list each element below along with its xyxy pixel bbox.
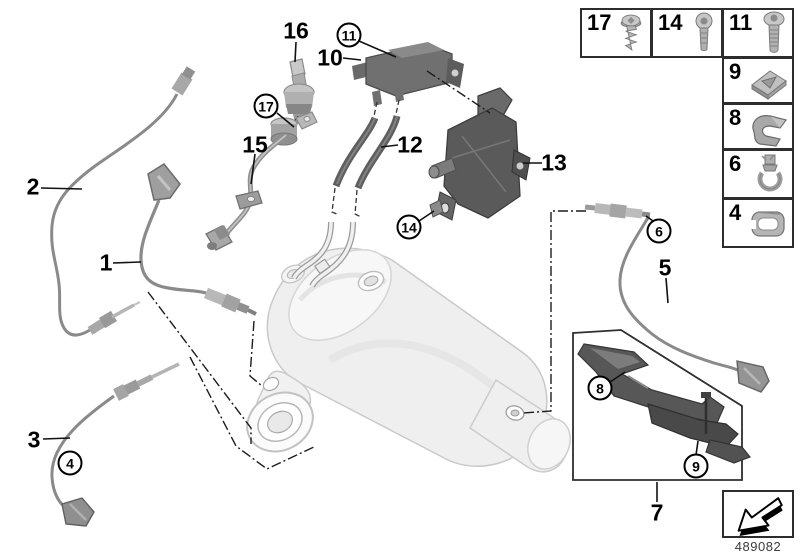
cable-clamp-icon	[757, 154, 783, 192]
legend-label-9: 9	[729, 59, 742, 84]
direction-stamp-box	[722, 490, 794, 538]
legend-label-14: 14	[658, 10, 683, 35]
callout-16[interactable]: 16	[283, 17, 309, 44]
machine-screw-icon	[763, 11, 785, 53]
legend-label-11: 11	[729, 10, 753, 35]
callout-15[interactable]: 15	[242, 131, 268, 158]
legend-label-17: 17	[587, 10, 612, 35]
clip-nut-icon	[751, 69, 787, 100]
tapping-screw-icon	[620, 14, 642, 52]
egt-sensor-rear	[50, 362, 180, 527]
legend-label-6: 6	[729, 151, 742, 176]
pressure-pipes	[291, 221, 356, 288]
callout-2[interactable]: 2	[26, 173, 40, 200]
direction-arrow-icon	[737, 497, 783, 536]
legend-label-8: 8	[729, 105, 742, 130]
legend-item-17[interactable]: 17	[580, 8, 652, 58]
pressure-hoses	[332, 115, 401, 190]
dpf-pressure-sensor	[352, 42, 464, 106]
lambda-sensor-front	[139, 163, 257, 316]
button-screw-icon	[695, 12, 713, 51]
callout-5[interactable]: 5	[658, 254, 672, 281]
figure-number: 489082	[734, 539, 782, 554]
legend-item-4[interactable]: 4	[722, 198, 794, 248]
callout-7[interactable]: 7	[650, 499, 664, 526]
bracket-kit-box	[572, 329, 751, 481]
callout-13[interactable]: 13	[541, 149, 567, 176]
egt-sensor-front	[50, 66, 196, 337]
holder-bracket	[428, 87, 531, 221]
legend-item-14[interactable]: 14	[651, 8, 723, 58]
leader-lines	[40, 40, 699, 502]
callout-circle-9[interactable]: 9	[683, 453, 709, 479]
legend-item-11[interactable]: 11	[722, 8, 794, 58]
callout-circle-11[interactable]: 11	[336, 22, 362, 48]
legend-item-6[interactable]: 6	[722, 149, 794, 199]
callout-12[interactable]: 12	[397, 131, 423, 158]
callout-circle-8[interactable]: 8	[587, 375, 613, 401]
spring-clip-icon	[752, 114, 788, 147]
callout-circle-4[interactable]: 4	[57, 450, 83, 476]
legend-item-8[interactable]: 8	[722, 103, 794, 150]
cable-clip-icon	[749, 211, 785, 237]
callout-10[interactable]: 10	[317, 44, 343, 71]
callout-circle-6[interactable]: 6	[646, 218, 672, 244]
callout-1[interactable]: 1	[99, 249, 113, 276]
alignment-lines	[147, 70, 586, 470]
callout-circle-14[interactable]: 14	[396, 214, 422, 240]
callout-3[interactable]: 3	[27, 426, 41, 453]
lambda-sensor-rear	[584, 203, 770, 393]
rubber-mount	[270, 111, 318, 146]
catalytic-converter	[246, 247, 571, 473]
callout-circle-17[interactable]: 17	[253, 93, 279, 119]
legend-item-9[interactable]: 9	[722, 57, 794, 104]
assembly-dashes	[331, 99, 400, 218]
legend-label-4: 4	[729, 200, 742, 225]
